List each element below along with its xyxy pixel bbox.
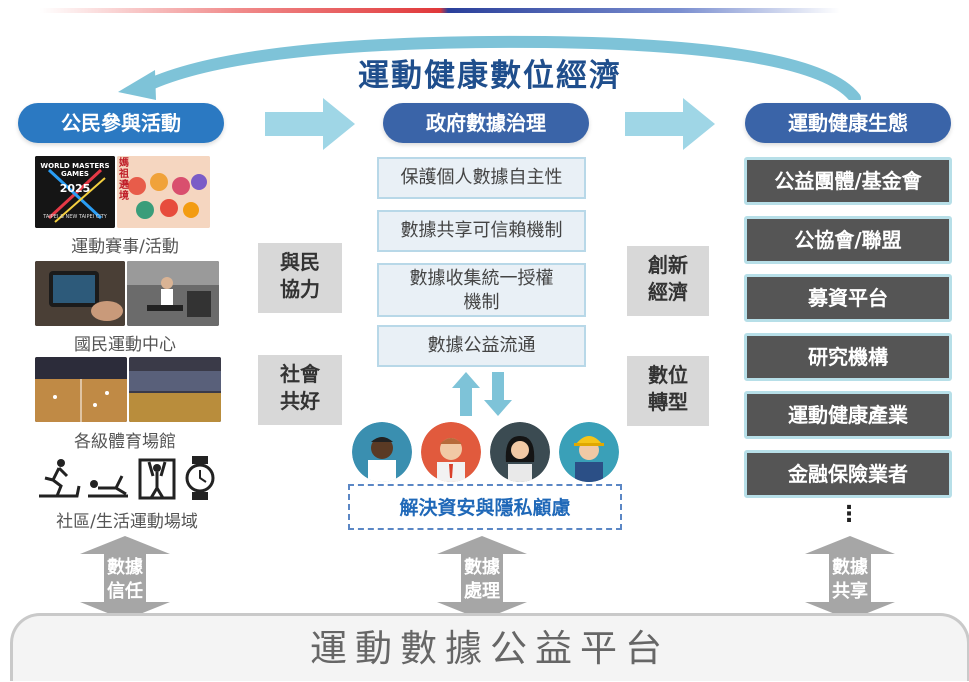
world-masters-games-logo: WORLD MASTERS GAMES 2025 TAIPEI & NEW TA…: [35, 156, 115, 228]
curved-arrow-return: [118, 35, 861, 100]
label-data-processing: 數據 處理: [427, 556, 537, 604]
gym-photo: [127, 261, 219, 326]
badge-city: TAIPEI & NEW TAIPEI CITY: [43, 214, 107, 220]
label-data-trust-line1: 數據: [107, 557, 143, 578]
mazu-procession-poster: 媽祖遶境: [117, 156, 210, 228]
up-down-arrows: [452, 372, 512, 416]
box-nonprofit-foundation: 公益團體/基金會: [744, 157, 952, 205]
label-data-processing-line1: 數據: [464, 557, 500, 578]
label-data-sharing-line2: 共享: [832, 581, 868, 602]
box-trusted-sharing: 數據共享可信賴機制: [377, 210, 586, 252]
box-protect-personal-data: 保護個人數據自主性: [377, 157, 586, 199]
businessman-avatar-icon: [421, 422, 481, 482]
box-social-good: 社會 共好: [258, 355, 342, 425]
woman-avatar-icon: [490, 422, 550, 482]
box-innovation-line2: 經濟: [648, 280, 688, 304]
box-crowdfunding-platform: 募資平台: [744, 274, 952, 322]
box-social-good-line2: 共好: [280, 389, 320, 413]
top-accent-bar: [40, 8, 840, 13]
arrow-right-1: [265, 98, 355, 150]
box-innovation-economy: 創新 經濟: [627, 246, 709, 316]
poster-title: 媽祖遶境: [119, 158, 129, 202]
box-digital-line2: 轉型: [648, 390, 688, 414]
doctor-avatar-icon: [352, 422, 412, 482]
box-public-data-flow: 數據公益流通: [377, 325, 586, 367]
tablet-photo: [35, 261, 125, 326]
box-unified-authorization-line1: 數據收集統一授權: [409, 268, 554, 289]
arrow-data-sharing: [805, 536, 895, 620]
label-data-trust-line2: 信任: [107, 581, 143, 602]
gymnasium-photo: [35, 357, 127, 422]
box-innovation-line1: 創新: [648, 253, 688, 277]
box-sports-health-industry: 運動健康產業: [744, 391, 952, 439]
box-associations-leagues: 公協會/聯盟: [744, 216, 952, 264]
box-digital-line1: 數位: [648, 363, 688, 387]
pill-sports-health-ecosystem: 運動健康生態: [745, 103, 951, 143]
caption-sports-venues: 各級體育場館: [74, 432, 176, 452]
situp-icon: [88, 475, 128, 498]
treadmill-icon: [39, 459, 81, 498]
label-data-processing-line2: 處理: [464, 581, 500, 602]
box-collaboration-line1: 與民: [280, 250, 320, 274]
pullup-icon: [138, 458, 176, 500]
box-digital-transformation: 數位 轉型: [627, 356, 709, 426]
smartwatch-icon: [185, 456, 215, 500]
caption-national-sports-center: 國民運動中心: [74, 335, 176, 355]
arrow-data-processing: [437, 536, 527, 620]
badge-year: 2025: [59, 182, 91, 195]
pill-citizen-participation: 公民參與活動: [18, 103, 224, 143]
page-title: 運動健康數位經濟: [358, 58, 622, 94]
arena-photo: [129, 357, 221, 422]
box-research-institutes: 研究機構: [744, 333, 952, 381]
label-data-sharing: 數據 共享: [795, 556, 905, 604]
box-collaboration: 與民 協力: [258, 243, 342, 313]
worker-avatar-icon: [559, 422, 619, 482]
pill-government-data-governance: 政府數據治理: [383, 103, 589, 143]
label-data-sharing-line1: 數據: [832, 557, 868, 578]
arrow-data-trust: [80, 536, 170, 620]
box-unified-authorization: 數據收集統一授權 機制: [377, 263, 586, 317]
more-ellipsis: ⋮: [838, 502, 860, 527]
arrow-right-2: [625, 98, 715, 150]
box-social-good-line1: 社會: [280, 362, 320, 386]
label-data-trust: 數據 信任: [70, 556, 180, 604]
caption-community-spaces: 社區/生活運動場域: [56, 512, 198, 532]
box-unified-authorization-line2: 機制: [463, 292, 500, 313]
caption-sports-events: 運動賽事/活動: [71, 237, 179, 257]
box-finance-insurance: 金融保險業者: [744, 450, 952, 498]
sports-data-public-platform: 運動數據公益平台: [10, 613, 969, 681]
box-collaboration-line2: 協力: [280, 277, 320, 301]
badge-title: WORLD MASTERS GAMES: [40, 162, 110, 178]
privacy-concern-label: 解決資安與隱私顧慮: [348, 484, 622, 530]
